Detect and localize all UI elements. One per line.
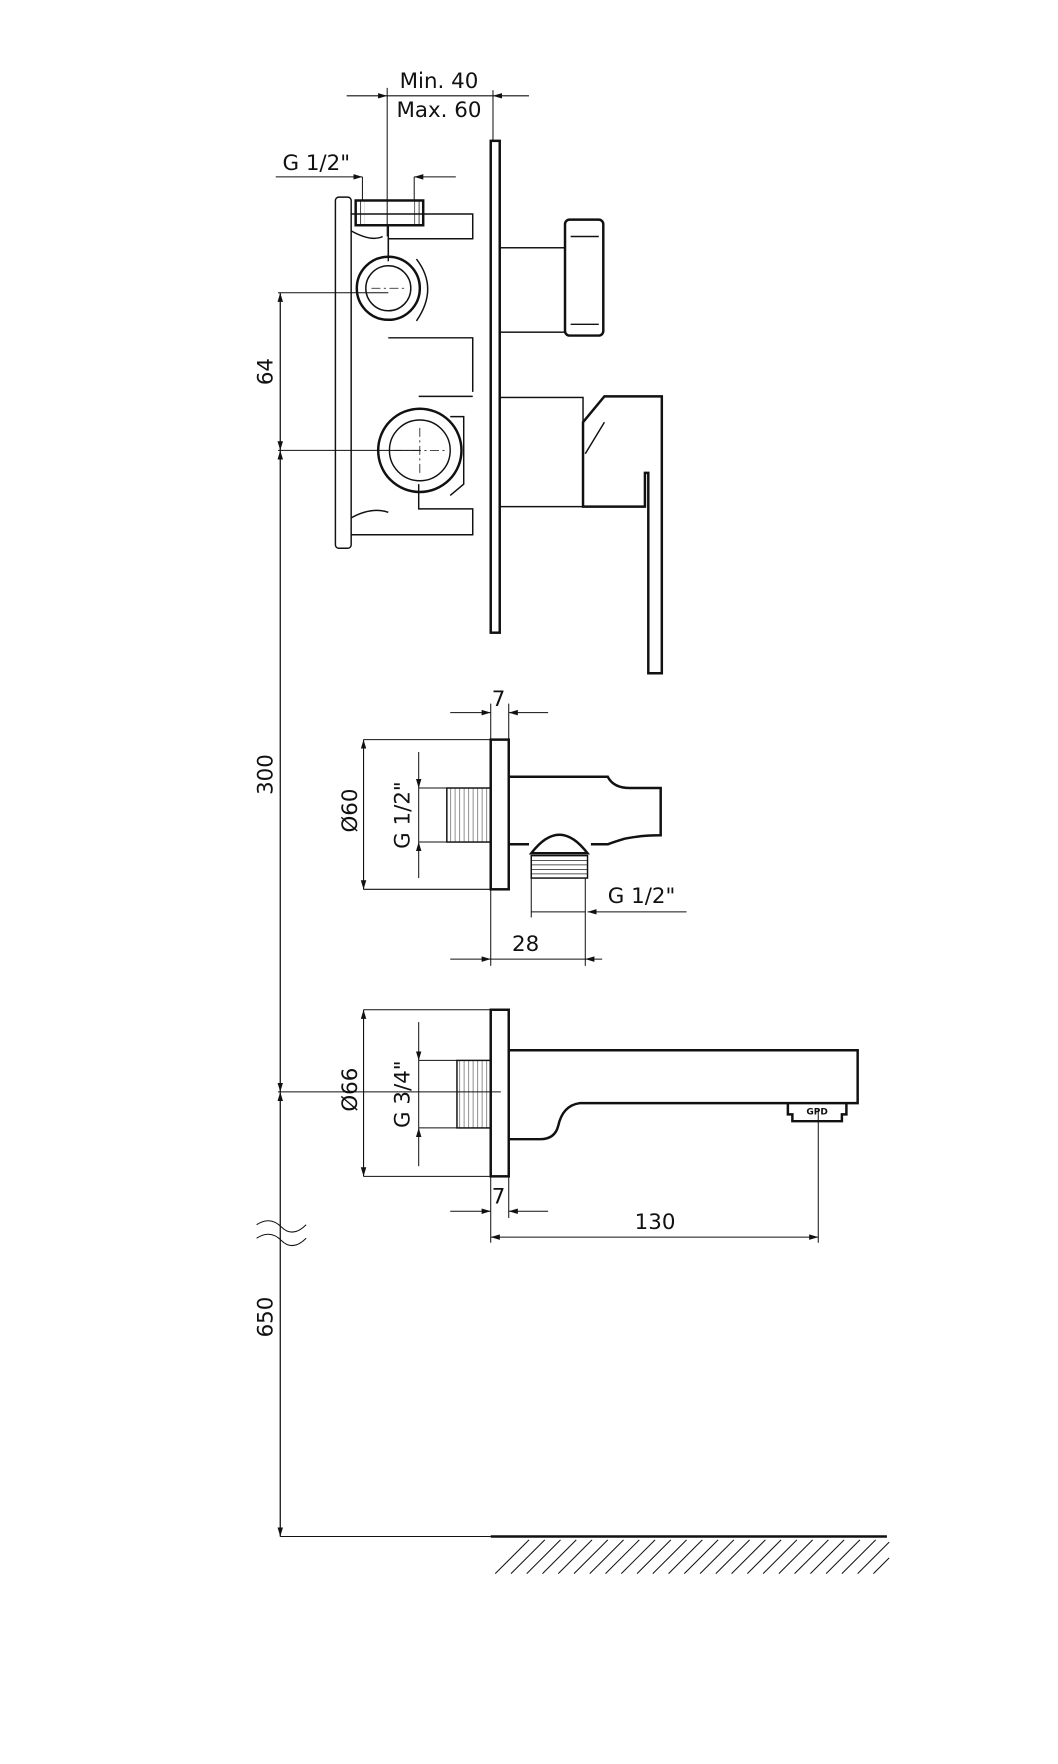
floor-hatch-line [636, 1539, 672, 1574]
floor-hatch-line [762, 1539, 798, 1574]
floor-line [280, 1535, 890, 1574]
floor-hatch-line [573, 1539, 609, 1574]
spout-flange-diameter-label: Ø66 [338, 1068, 363, 1112]
floor-hatch-line [605, 1539, 640, 1574]
spout-projection-label: 130 [635, 1210, 676, 1235]
floor-hatch-line [510, 1539, 546, 1574]
floor-hatch-line [857, 1541, 890, 1574]
max-depth-label: Max. 60 [396, 98, 481, 123]
floor-hatch-line [683, 1539, 719, 1574]
vertical-dimensions: 64 300 650 [253, 292, 501, 1537]
spout-view: GPD Ø66 G 3/4" 7 130 [338, 1008, 859, 1243]
floor-hatch-line [652, 1539, 687, 1574]
floor-hatch-line [794, 1539, 829, 1574]
shower-thread-label: G 1/2" [391, 781, 416, 849]
floor-hatch-line [494, 1539, 530, 1574]
outlet-spacing-label: 64 [253, 358, 278, 385]
min-depth-label: Min. 40 [400, 69, 479, 94]
floor-hatch-line [731, 1539, 766, 1574]
shower-flange-thickness-label: 7 [492, 687, 506, 712]
floor-hatch-line [526, 1539, 561, 1574]
wall-plate [489, 139, 501, 634]
floor-hatch-line [589, 1539, 624, 1574]
floor-hatch-line [825, 1539, 861, 1574]
diverter-view: Min. 40 Max. 60 G 1/2" [275, 69, 664, 675]
floor-hatch-line [873, 1557, 890, 1574]
outlet-to-spout-label: 300 [253, 754, 278, 795]
floor-hatch-line [620, 1539, 656, 1574]
floor-hatch-line [699, 1539, 735, 1574]
floor-hatch-line [778, 1539, 813, 1574]
shower-outlet-thread-label: G 1/2" [608, 884, 676, 909]
aerator-mark: GPD [806, 1107, 827, 1117]
shower-outlet-view: 7 Ø60 G 1/2" G 1/2" 28 [338, 687, 687, 966]
floor-hatch-line [746, 1539, 782, 1574]
spout-thread-label: G 3/4" [391, 1060, 416, 1128]
floor-hatch-line [715, 1539, 750, 1574]
top-inlet-label: G 1/2" [282, 151, 350, 176]
floor-hatch-line [841, 1539, 877, 1574]
spout-flange-thickness-label: 7 [492, 1184, 506, 1209]
floor-hatch-line [557, 1539, 593, 1574]
floor-hatch-line [542, 1539, 577, 1574]
spout-to-floor-label: 650 [253, 1297, 278, 1338]
floor-hatch-line [810, 1539, 845, 1574]
shower-flange-diameter-label: Ø60 [338, 789, 363, 833]
shower-outlet-offset-label: 28 [512, 932, 539, 957]
floor-hatch-line [668, 1539, 703, 1574]
